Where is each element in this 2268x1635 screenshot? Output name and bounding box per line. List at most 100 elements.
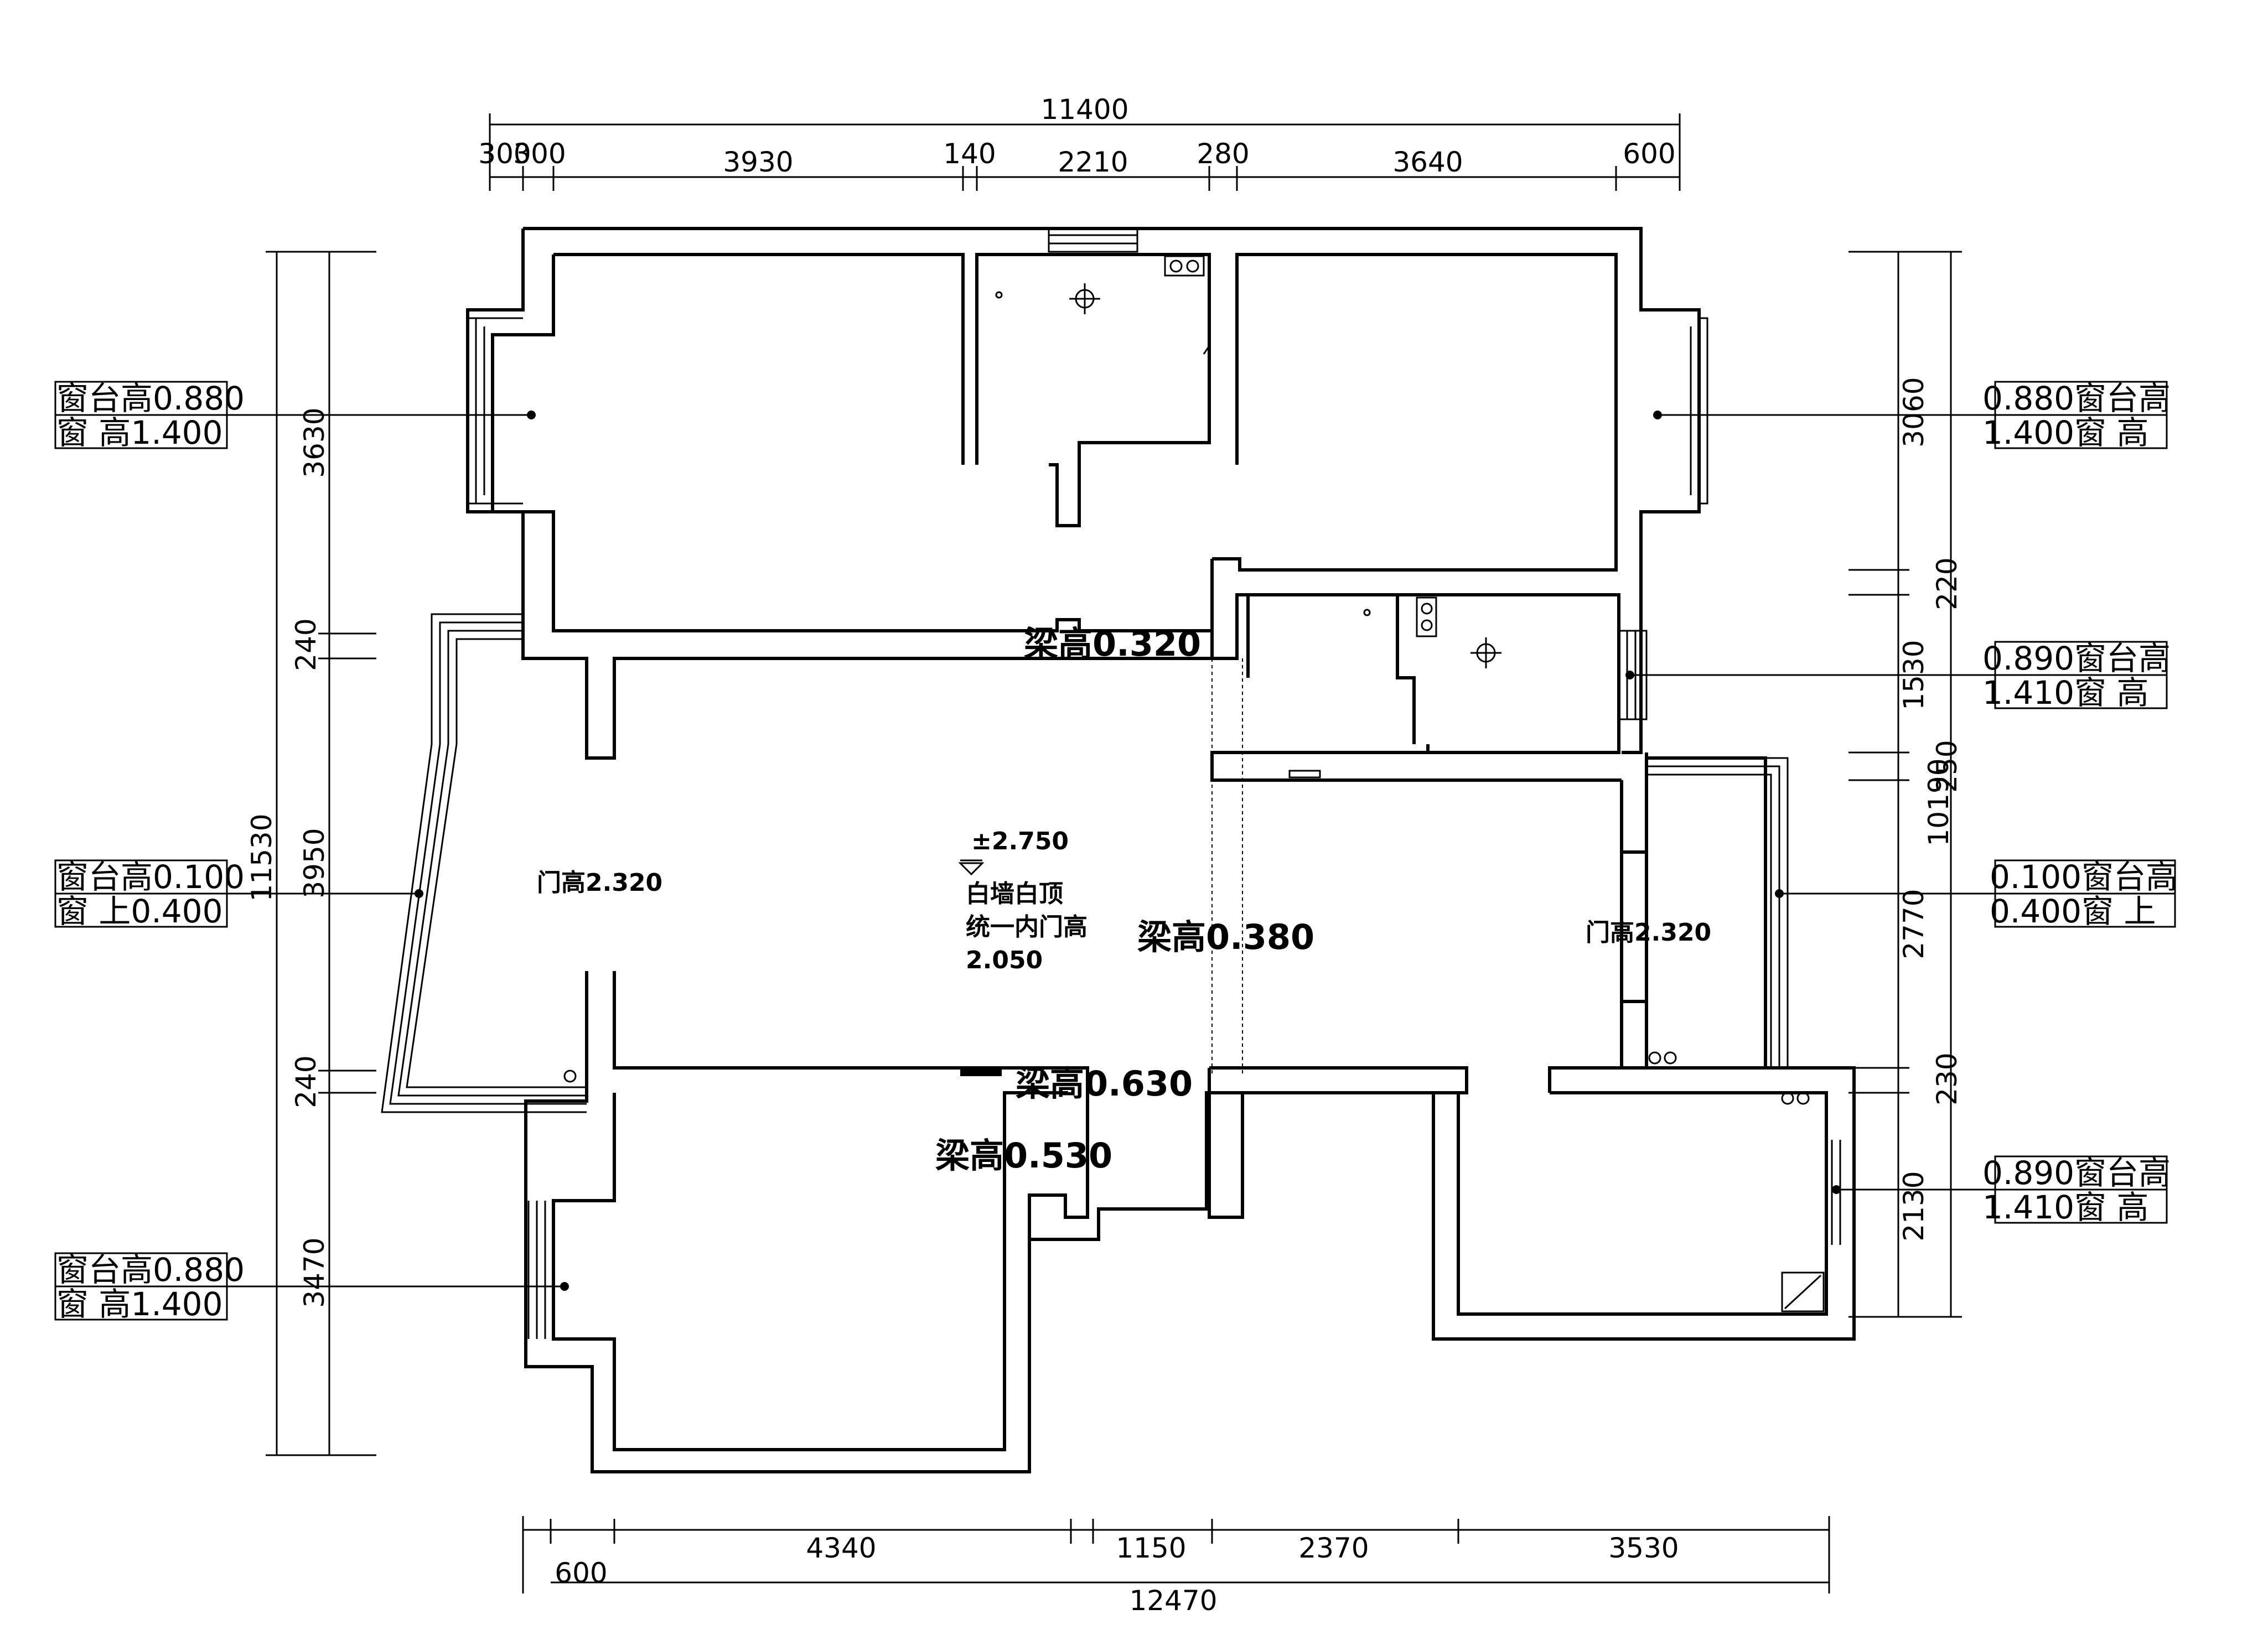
window-sill-label: 0.890窗台高 xyxy=(1982,640,2171,677)
dim-bottom-seg: 4340 xyxy=(806,1532,876,1564)
window-right-balcony xyxy=(1646,757,1789,1068)
pipe-icon xyxy=(1648,1051,1661,1065)
drain-cross-icon xyxy=(1069,283,1100,314)
dim-left-seg: 240 xyxy=(290,618,322,671)
wall-living-lower xyxy=(524,971,1468,1473)
note-line: 统一内门高 xyxy=(966,913,1088,941)
wall-left-upper-inner xyxy=(491,255,1212,632)
wall-right-mid xyxy=(1620,752,1767,1070)
dim-right-seg: 230 xyxy=(1931,1052,1963,1105)
window-height-label: 1.400窗 高 xyxy=(1982,414,2148,451)
kitchen-marker-icon xyxy=(1203,345,1210,355)
dim-top-seg: 140 xyxy=(943,138,996,170)
dim-bottom-seg: 600 xyxy=(555,1557,607,1589)
dim-bottom-seg: 3530 xyxy=(1608,1532,1679,1564)
dim-left-seg: 3950 xyxy=(298,828,330,898)
callout-box xyxy=(1779,859,2176,928)
dim-right-seg: 220 xyxy=(1931,557,1963,610)
callout-dot xyxy=(1653,411,1662,419)
beam-label: 梁高0.630 xyxy=(1016,1063,1193,1104)
callout-box xyxy=(1658,381,2168,449)
level-label: ±2.750 xyxy=(971,827,1069,855)
dim-right-seg: 2130 xyxy=(1898,1171,1930,1241)
entry-marker-icon xyxy=(960,1068,1002,1076)
pipe-icon xyxy=(1664,1051,1677,1065)
beam-line-1 xyxy=(1211,658,1243,1073)
window-height-label: 窗 高1.400 xyxy=(56,1285,222,1323)
door-height-label: 门高2.320 xyxy=(1586,918,1711,947)
window-height-label: 1.410窗 高 xyxy=(1982,1188,2148,1226)
dim-left-seg: 240 xyxy=(290,1055,322,1108)
window-top xyxy=(1048,229,1138,253)
fixtures xyxy=(563,255,1825,1312)
window-living-bay xyxy=(381,613,587,1113)
wall-top-outer xyxy=(523,227,1701,754)
window-left-3 xyxy=(527,1201,546,1339)
dim-right-seg: 2770 xyxy=(1898,889,1930,959)
dimensions: 11400 300 300 3930 140 2210 280 3640 600… xyxy=(246,94,1963,1617)
dim-top-seg: 280 xyxy=(1197,138,1249,170)
callout-dot xyxy=(1832,1185,1841,1194)
callout-dot xyxy=(1775,889,1784,898)
level-marker-icon xyxy=(958,859,985,876)
dim-right-total: 10190 xyxy=(1923,758,1955,846)
dim-left-seg: 3630 xyxy=(298,407,330,477)
wall-bath-inner xyxy=(1246,595,1430,752)
sink-bowl-icon xyxy=(1421,619,1433,631)
window-right-1 xyxy=(1690,317,1708,505)
callout-dot xyxy=(527,411,536,419)
window-sill-label: 0.100窗台高 xyxy=(1990,858,2178,896)
stove-icon xyxy=(1164,255,1205,277)
wall-top-inner xyxy=(553,253,1618,572)
dim-top-seg: 600 xyxy=(1623,138,1675,170)
dim-left-seg: 3470 xyxy=(298,1237,330,1307)
beam-label: 梁高0.320 xyxy=(1024,624,1201,664)
dim-top-total: 11400 xyxy=(1040,94,1128,126)
window-sill-label: 窗台高0.100 xyxy=(56,858,245,896)
wall-bath xyxy=(1210,559,1622,782)
dim-lines-right xyxy=(1848,251,1962,1318)
dim-top-seg: 300 xyxy=(513,138,566,170)
wall-living-lower-inner xyxy=(552,971,1089,1451)
window-callouts-right: 0.880窗台高 1.400窗 高 0.890窗台高 1.410窗 高 0.10… xyxy=(1625,380,2178,1226)
window-sill-label: 窗台高0.880 xyxy=(56,380,245,417)
window-sill-label: 0.890窗台高 xyxy=(1982,1154,2171,1192)
dim-lines-bottom xyxy=(522,1516,1830,1594)
sink-bowl-icon xyxy=(1421,603,1433,615)
door-height-label: 门高2.320 xyxy=(537,869,662,897)
pipe-icon xyxy=(995,291,1003,299)
window-sill-label: 窗台高0.880 xyxy=(56,1251,245,1289)
dim-top-seg: 2210 xyxy=(1058,146,1128,178)
dim-top-seg: 3640 xyxy=(1392,146,1463,178)
walls xyxy=(381,227,1856,1473)
note-line: 2.050 xyxy=(966,946,1043,974)
note-line: 白墙白顶 xyxy=(966,880,1063,908)
shower-diagonal-icon xyxy=(1784,1274,1822,1310)
pipe-icon xyxy=(1363,609,1371,616)
callout-dot xyxy=(415,889,423,898)
beam-label: 梁高0.530 xyxy=(935,1135,1112,1176)
pipe-icon xyxy=(1781,1092,1794,1105)
beam-label: 梁高0.380 xyxy=(1137,917,1314,957)
drain-cross-icon xyxy=(1470,637,1501,668)
wall-bath2 xyxy=(1208,1066,1856,1341)
dim-lines-left xyxy=(266,251,376,1456)
callout-box xyxy=(54,859,421,928)
dim-bottom-total: 12470 xyxy=(1129,1585,1217,1617)
dim-bottom-seg: 1150 xyxy=(1116,1532,1186,1564)
window-left-1 xyxy=(467,310,523,512)
pipe-icon xyxy=(1796,1092,1810,1105)
callout-box xyxy=(1630,641,2168,709)
dim-left-total: 11530 xyxy=(246,813,278,901)
burner-icon xyxy=(1169,259,1183,273)
window-height-label: 窗 高1.400 xyxy=(56,414,222,451)
dim-lines-top xyxy=(489,113,1681,191)
window-height-label: 窗 上0.400 xyxy=(56,892,222,930)
callout-dot xyxy=(1625,671,1634,679)
shower-icon xyxy=(1781,1271,1825,1312)
dim-right-seg: 250 xyxy=(1931,740,1963,792)
dim-top-seg: 3930 xyxy=(723,146,793,178)
callout-dot xyxy=(560,1282,569,1291)
pipe-icon xyxy=(563,1070,577,1083)
